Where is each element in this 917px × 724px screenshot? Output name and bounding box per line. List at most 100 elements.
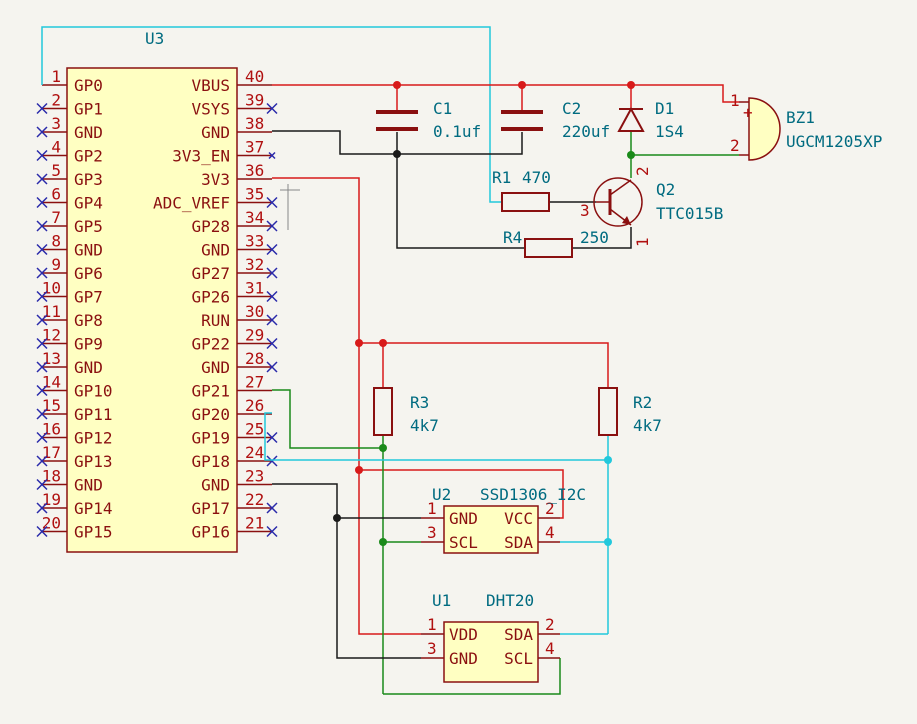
u2-pin-num: 3 bbox=[427, 523, 437, 542]
wire-d1-bz1 bbox=[630, 132, 739, 156]
u3-pin-name: GND bbox=[201, 123, 230, 142]
r4-value: 250 bbox=[580, 228, 609, 247]
r2-body bbox=[598, 387, 618, 436]
q2-transistor[interactable]: 3 2 1 Q2 TTC015B bbox=[580, 166, 723, 247]
wire-gp0-r1 bbox=[41, 26, 502, 203]
u1-pin-name: GND bbox=[449, 649, 478, 668]
u3-pin-name: GND bbox=[201, 358, 230, 377]
q2-collector-lead bbox=[609, 179, 632, 196]
u3-pin-number: 35 bbox=[245, 185, 264, 204]
r2-resistor[interactable]: R2 4k7 bbox=[598, 387, 662, 436]
q2-body bbox=[593, 177, 643, 227]
r4-resistor[interactable]: R4 250 bbox=[503, 228, 609, 258]
wire-pullup-rail bbox=[359, 342, 609, 387]
r1-resistor[interactable]: R1 470 bbox=[492, 168, 551, 212]
r3-value: 4k7 bbox=[410, 416, 439, 435]
bz1-ref: BZ1 bbox=[786, 108, 815, 127]
junction-dot bbox=[379, 444, 387, 452]
u3-pin-name: GP12 bbox=[74, 429, 113, 448]
u3-pin-name: GP0 bbox=[74, 76, 103, 95]
u3-pin-name: VBUS bbox=[191, 76, 230, 95]
u3-pin-name: GP18 bbox=[191, 452, 230, 471]
u3-body bbox=[66, 67, 238, 553]
junction-dot bbox=[379, 538, 387, 546]
u1-pin-name: SCL bbox=[504, 649, 533, 668]
u3-pin-number: 7 bbox=[51, 208, 61, 227]
no-connect-marker bbox=[36, 290, 48, 303]
u3-pin-name: GP20 bbox=[191, 405, 230, 424]
q2-pin1-num: 1 bbox=[633, 237, 652, 247]
r4-body bbox=[524, 238, 573, 258]
no-connect-marker bbox=[268, 151, 276, 160]
u3-pin-name: GP1 bbox=[74, 100, 103, 119]
no-connect-marker bbox=[36, 525, 48, 538]
u2-ref: U2 bbox=[432, 485, 451, 504]
u2-display-module[interactable]: 1 3 2 4 GND SCL VCC SDA U2 SSD1306_I2C bbox=[421, 485, 586, 554]
q2-pin3-num: 3 bbox=[580, 201, 590, 220]
junction-dot bbox=[333, 514, 341, 522]
u3-pin-number: 26 bbox=[245, 396, 264, 415]
u3-pin-name: GP13 bbox=[74, 452, 113, 471]
c1-ref: C1 bbox=[433, 99, 452, 118]
u3-pin-name: GP27 bbox=[191, 264, 230, 283]
d1-value: 1S4 bbox=[655, 122, 684, 141]
u3-pin-name: GP14 bbox=[74, 499, 113, 518]
u3-pin-name: VSYS bbox=[191, 100, 230, 119]
d1-diode[interactable]: D1 1S4 bbox=[617, 99, 684, 141]
wire-gp21 bbox=[272, 389, 383, 449]
u3-pin-name: GP26 bbox=[191, 288, 230, 307]
c2-value: 220uf bbox=[562, 122, 610, 141]
u3-pin-number: 29 bbox=[245, 326, 264, 345]
q2-ref: Q2 bbox=[656, 180, 675, 199]
bz1-buzzer[interactable]: 1 2 + BZ1 UGCM1205XP bbox=[730, 91, 882, 161]
u2-pin-num: 2 bbox=[545, 499, 555, 518]
u1-sensor-module[interactable]: 1 3 2 4 VDD GND SDA SCL U1 DHT20 bbox=[421, 591, 560, 683]
no-connect-marker bbox=[266, 337, 278, 350]
u3-pin-number: 32 bbox=[245, 255, 264, 274]
u3-pin-name: 3V3 bbox=[201, 170, 230, 189]
c1-capacitor[interactable]: C1 0.1uf bbox=[376, 99, 481, 141]
u3-pin-number: 36 bbox=[245, 161, 264, 180]
u3-pin-number: 37 bbox=[245, 138, 264, 157]
wire-gp20 bbox=[264, 412, 608, 461]
u2-value: SSD1306_I2C bbox=[480, 485, 586, 504]
no-connect-marker bbox=[266, 102, 278, 115]
u3-pin-number: 3 bbox=[51, 114, 61, 133]
u3-pin-name: GP16 bbox=[191, 523, 230, 542]
u3-pin-name: GP21 bbox=[191, 382, 230, 401]
u3-pin-name: GP17 bbox=[191, 499, 230, 518]
no-connect-marker bbox=[36, 361, 48, 373]
u3-pin-name: GP2 bbox=[74, 147, 103, 166]
u1-pin-name: VDD bbox=[449, 625, 478, 644]
u3-pin-name: GP4 bbox=[74, 194, 103, 213]
r3-body bbox=[373, 387, 393, 436]
no-connect-marker bbox=[266, 196, 278, 209]
u3-pin-name: GP7 bbox=[74, 288, 103, 307]
bz1-pin2-num: 2 bbox=[730, 136, 740, 155]
junctions bbox=[333, 81, 635, 546]
no-connect-marker bbox=[266, 525, 278, 538]
no-connect-marker bbox=[36, 455, 48, 467]
junction-dot bbox=[604, 538, 612, 546]
wire-vbus bbox=[272, 84, 739, 103]
no-connect-marker bbox=[36, 314, 48, 326]
u2-pin-num: 1 bbox=[427, 499, 437, 518]
u3-pin-name: GP10 bbox=[74, 382, 113, 401]
c2-capacitor[interactable]: C2 220uf bbox=[501, 99, 610, 141]
u3-pin-name: GND bbox=[74, 476, 103, 495]
u3-pin-name: GP11 bbox=[74, 405, 113, 424]
junction-dot bbox=[355, 339, 363, 347]
d1-triangle bbox=[617, 106, 645, 132]
no-connect-marker bbox=[266, 314, 278, 326]
r3-resistor[interactable]: R3 4k7 bbox=[373, 387, 439, 436]
no-connect-marker bbox=[266, 267, 278, 279]
junction-dot bbox=[627, 151, 635, 159]
u3-pin-number: 38 bbox=[245, 114, 264, 133]
no-connect-marker bbox=[36, 220, 48, 232]
u1-body bbox=[443, 621, 539, 683]
u3-pin-number: 24 bbox=[245, 443, 264, 462]
r2-value: 4k7 bbox=[633, 416, 662, 435]
q2-value: TTC015B bbox=[656, 204, 723, 223]
